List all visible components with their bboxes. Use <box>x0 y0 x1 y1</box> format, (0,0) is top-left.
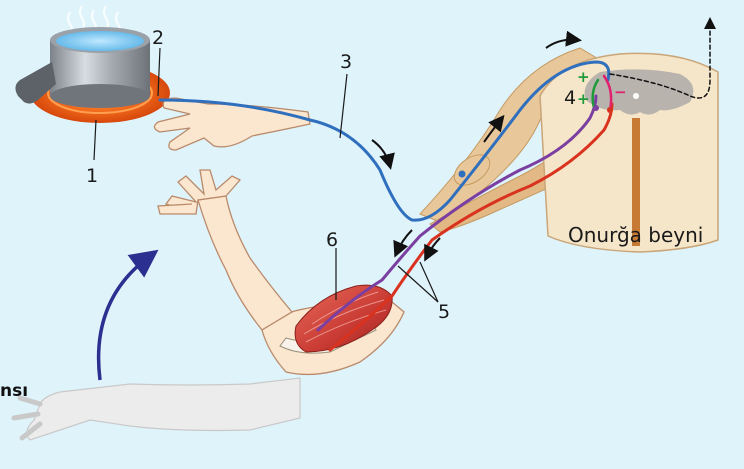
ghost-arm <box>27 378 300 440</box>
ganglion-cell-body <box>459 171 466 178</box>
label-5: 5 <box>438 301 450 323</box>
plus-sign: + <box>577 68 590 86</box>
label-6: 6 <box>326 229 338 251</box>
pot-bottom <box>50 84 150 108</box>
lift-arrow <box>99 256 150 380</box>
grey-matter <box>585 69 694 114</box>
arrow-top <box>546 40 578 48</box>
synapse-dot <box>593 105 599 111</box>
label-4: 4 <box>564 87 576 109</box>
raised-forearm <box>198 196 292 330</box>
cut-off-text: nsı <box>0 381 28 401</box>
label-1: 1 <box>86 165 98 187</box>
minus-sign: − <box>614 83 627 101</box>
central-canal <box>633 93 639 99</box>
plus-sign-2: + <box>577 90 590 108</box>
label-2: 2 <box>152 27 164 49</box>
raised-arm-group <box>158 170 404 374</box>
synapse-dot <box>607 107 613 113</box>
boiling-water <box>56 31 144 51</box>
raised-thumb <box>158 204 196 214</box>
spinal-cord-caption: Onurğa beyni <box>568 223 703 247</box>
pot-on-burner-group <box>15 6 170 123</box>
label-3: 3 <box>340 51 352 73</box>
arrow-motor-1 <box>396 230 412 254</box>
spinal-cord-group <box>420 48 718 252</box>
